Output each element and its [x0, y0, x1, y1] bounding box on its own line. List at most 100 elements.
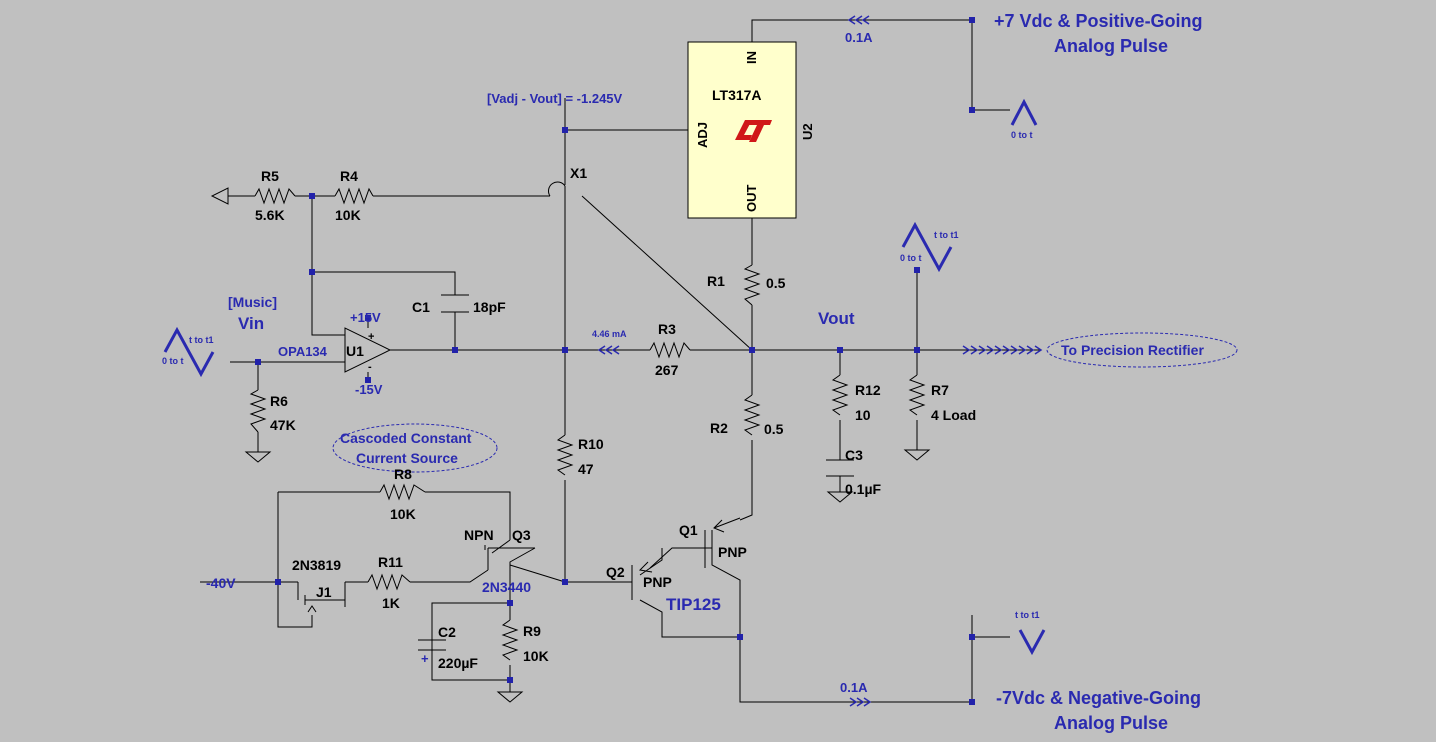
q3-ref: Q3 — [512, 527, 531, 543]
q2-part: TIP125 — [666, 595, 721, 614]
rectifier-label: To Precision Rectifier — [1061, 342, 1204, 358]
q2-ref: Q2 — [606, 564, 625, 580]
r9-body — [501, 619, 519, 661]
in-current: 0.1A — [845, 30, 873, 45]
u1-ref: U1 — [346, 343, 364, 359]
r8-body — [379, 483, 426, 501]
opamp-vneg: -15V — [355, 382, 383, 397]
r3-body — [649, 341, 691, 359]
r8-ref: R8 — [394, 466, 412, 482]
r8-value: 10K — [390, 506, 416, 522]
current-label: 4.46 mA — [592, 329, 627, 339]
vin-pulse-icon — [163, 326, 215, 378]
q2-emitter-arrow — [638, 561, 653, 573]
r11-ref: R11 — [378, 554, 403, 570]
component-labels: X1 R5 5.6K R4 10K R1 0.5 R2 0.5 R3 267 C… — [255, 165, 976, 671]
u2-pin-in: IN — [744, 51, 759, 64]
capacitors[interactable] — [418, 294, 854, 651]
ground-icon — [244, 451, 272, 463]
u2-pin-out: OUT — [744, 185, 759, 213]
r1-ref: R1 — [707, 273, 725, 289]
u1-plus: + — [368, 331, 374, 343]
q1-emitter-arrow — [713, 517, 741, 533]
c3-value: 0.1µF — [845, 481, 882, 497]
c1-ref: C1 — [412, 299, 430, 315]
blue-labels: +7 Vdc & Positive-Going Analog Pulse -7V… — [162, 11, 1204, 733]
c1-value: 18pF — [473, 299, 506, 315]
r5-value: 5.6K — [255, 207, 285, 223]
u1-minus: - — [368, 361, 372, 373]
pulse-pos-t: 0 to t — [1011, 130, 1033, 140]
r2-ref: R2 — [710, 420, 728, 436]
vin-label2: Vin — [238, 314, 264, 333]
r7-value: 4 Load — [931, 407, 976, 423]
rectifier-ellipse — [1046, 332, 1238, 368]
q2-type: PNP — [643, 574, 672, 590]
pos-supply-title: +7 Vdc & Positive-Going — [994, 11, 1203, 31]
q1-base — [704, 530, 712, 568]
r2-value: 0.5 — [764, 421, 784, 437]
c3-symbol — [826, 459, 854, 477]
r3-ref: R3 — [658, 321, 676, 337]
r10-ref: R10 — [578, 436, 604, 452]
q3-part: 2N3440 — [482, 579, 531, 595]
arrow-out-icon — [849, 697, 872, 707]
c2-plus: + — [421, 651, 429, 666]
annotation-ellipses — [332, 332, 1238, 473]
pulse-neg-t1: t to t1 — [1015, 610, 1040, 620]
r3-value: 267 — [655, 362, 679, 378]
j1-part: 2N3819 — [292, 557, 341, 573]
u2-ref: U2 — [800, 123, 815, 140]
resistors[interactable] — [249, 187, 926, 661]
r6-ref: R6 — [270, 393, 288, 409]
r12-value: 10 — [855, 407, 871, 423]
r5-body — [254, 187, 296, 205]
neg-supply-title: -7Vdc & Negative-Going — [996, 688, 1201, 708]
ccs-line2: Current Source — [356, 450, 458, 466]
q3-type: NPN — [464, 527, 494, 543]
r4-value: 10K — [335, 207, 361, 223]
grounds — [210, 187, 931, 703]
pulse-symbols — [163, 98, 1046, 656]
lt-logo-icon — [735, 120, 772, 142]
ground-icon — [210, 187, 229, 205]
transistors[interactable] — [304, 517, 741, 613]
opamp-u1[interactable]: + - — [344, 315, 392, 383]
c2-ref: C2 — [438, 624, 456, 640]
r7-ref: R7 — [931, 382, 949, 398]
r10-body — [556, 434, 574, 476]
ground-icon — [903, 449, 931, 461]
arrow-in-icon — [847, 15, 870, 25]
regulator-u2[interactable]: LT317A IN ADJ OUT U2 — [687, 41, 815, 219]
neg40-label: -40V — [206, 575, 236, 591]
pulse-vout-t1: t to t1 — [934, 230, 959, 240]
ground-icon — [496, 691, 524, 703]
ccs-line1: Cascoded Constant — [340, 430, 472, 446]
r4-body — [334, 187, 374, 205]
vout-pulse-icon — [901, 221, 953, 273]
vin-label1: [Music] — [228, 294, 277, 310]
x1-ref: X1 — [570, 165, 587, 181]
r11-value: 1K — [382, 595, 400, 611]
r1-value: 0.5 — [766, 275, 786, 291]
adj-note: [Vadj - Vout] = -1.245V — [487, 91, 623, 106]
x1-hop — [548, 181, 566, 197]
pulse-vin-t: 0 to t — [162, 356, 184, 366]
r4-ref: R4 — [340, 168, 358, 184]
r6-body — [249, 389, 267, 433]
r9-ref: R9 — [523, 623, 541, 639]
r7-body — [908, 374, 926, 416]
arrow-rectifier-icon — [962, 345, 1043, 355]
u2-pin-adj: ADJ — [695, 122, 710, 148]
c2-symbol — [418, 639, 446, 651]
r11-body — [367, 573, 411, 591]
out-current: 0.1A — [840, 680, 868, 695]
r12-body — [831, 374, 849, 416]
ground-icon — [826, 491, 854, 503]
r12-ref: R12 — [855, 382, 881, 398]
ccs-ellipse — [332, 423, 498, 473]
q1-ref: Q1 — [679, 522, 698, 538]
c1-symbol — [441, 294, 469, 313]
current-arrows — [597, 15, 1043, 707]
